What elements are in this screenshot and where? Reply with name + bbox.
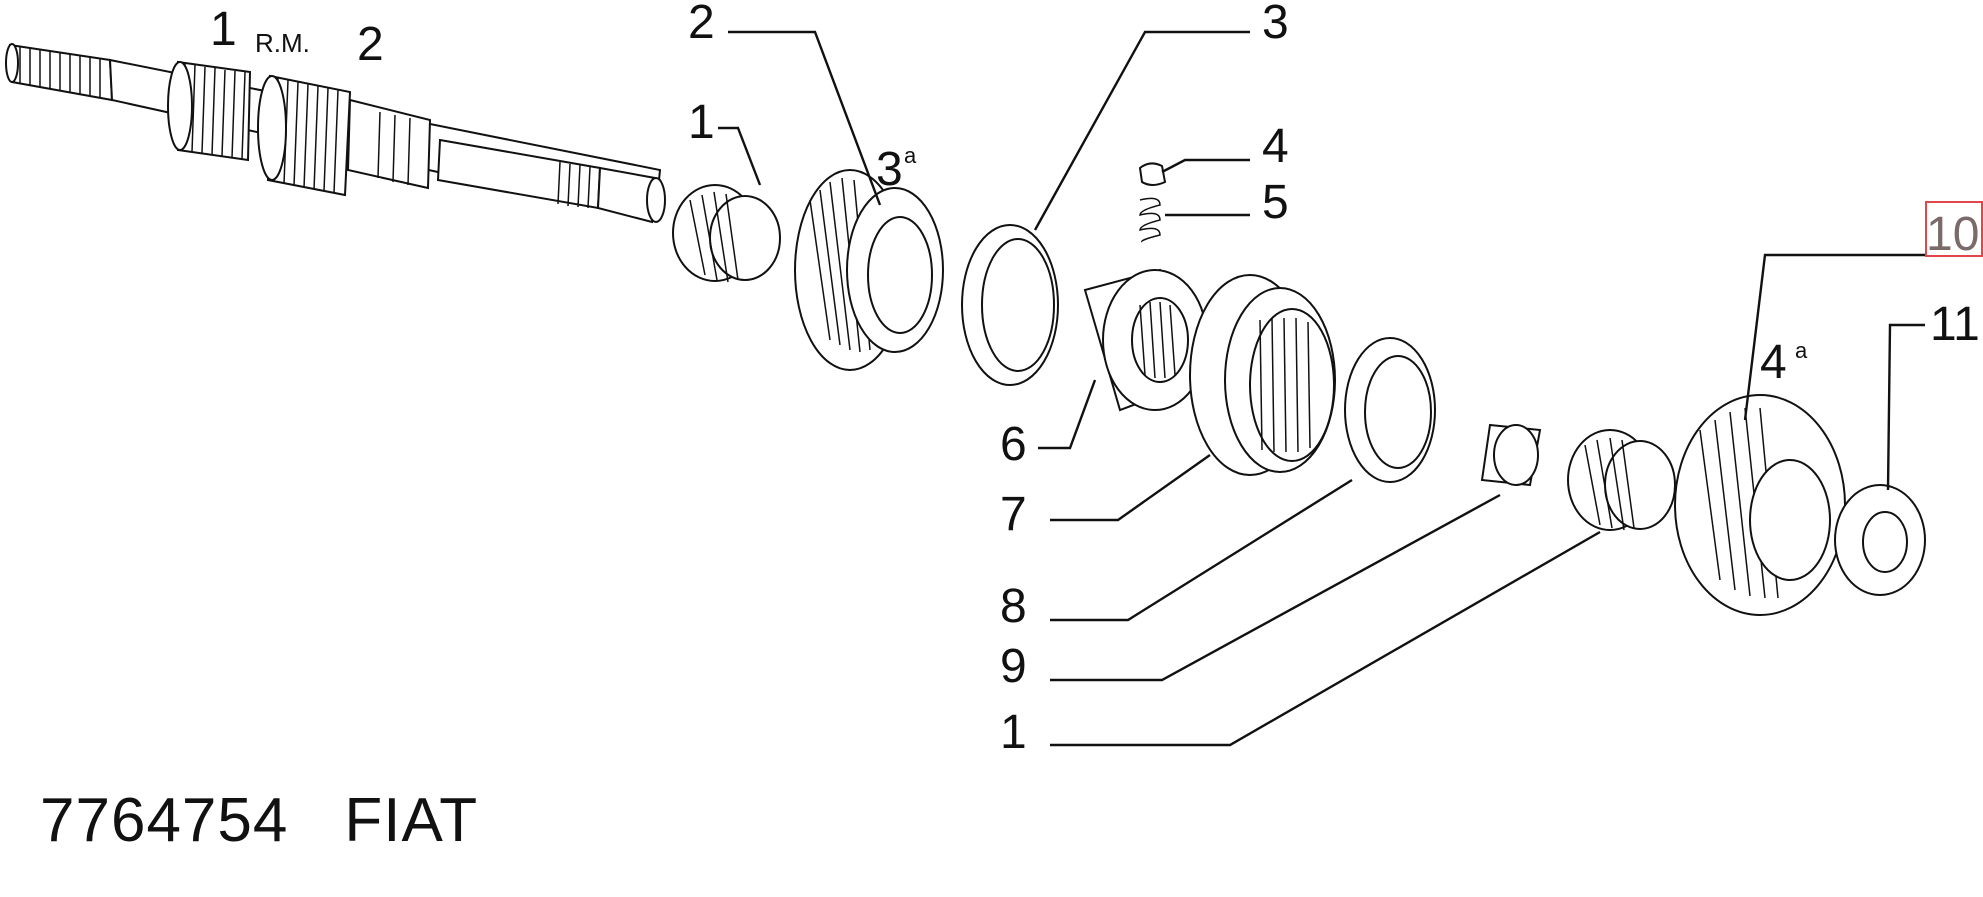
gear-3rd xyxy=(794,169,944,371)
label-bush-9: 9 xyxy=(1000,640,1027,693)
label-gear-2: 2 xyxy=(688,0,715,49)
label-bearing-1b: 1 xyxy=(1000,706,1027,759)
label-detent-4: 4 xyxy=(1262,120,1289,173)
label-gear-10: 10 xyxy=(1926,208,1979,261)
needle-bearing-1b xyxy=(1567,429,1676,531)
label-gear-4a-superscript: a xyxy=(1795,338,1808,363)
synchro-hub-6 xyxy=(1083,268,1208,412)
label-gear-10-highlight xyxy=(1925,201,1983,257)
label-sleeve-7: 7 xyxy=(1000,488,1027,541)
label-washer-11: 11 xyxy=(1930,298,1980,351)
label-hub-6: 6 xyxy=(1000,418,1027,471)
synchro-ring-8 xyxy=(1344,337,1436,483)
needle-bearing-1 xyxy=(672,184,781,283)
label-spring-5: 5 xyxy=(1262,176,1289,229)
callout-labels: 1 R.M. 2 1 2 3 a 3 4 5 6 7 8 9 1 10 4 a … xyxy=(210,0,1983,759)
footer-caption: 7764754 FIAT xyxy=(40,785,478,856)
label-bearing-1: 1 xyxy=(688,96,715,149)
label-ring-3: 3 xyxy=(1262,0,1289,49)
label-gear-4a-number: 4 xyxy=(1760,336,1787,389)
detent-ball-4 xyxy=(1138,162,1167,186)
thrust-washer-11 xyxy=(1834,484,1926,596)
gear-4th xyxy=(1674,394,1846,616)
spring-5 xyxy=(1139,197,1161,243)
main-shaft xyxy=(5,43,666,224)
label-shaft-rm: R.M. xyxy=(255,28,310,58)
brand-name: FIAT xyxy=(344,786,479,855)
bush-9 xyxy=(1480,423,1542,487)
label-ring-8: 8 xyxy=(1000,580,1027,633)
part-number: 7764754 xyxy=(40,786,289,855)
label-gear-3a-number: 3 xyxy=(876,143,903,196)
sliding-sleeve-7 xyxy=(1189,274,1336,476)
leader-lines xyxy=(718,30,1925,747)
label-shaft-1: 1 xyxy=(210,3,237,56)
label-shaft-2: 2 xyxy=(357,18,384,71)
synchro-ring-3 xyxy=(961,224,1059,386)
label-gear-3a-superscript: a xyxy=(904,143,917,168)
